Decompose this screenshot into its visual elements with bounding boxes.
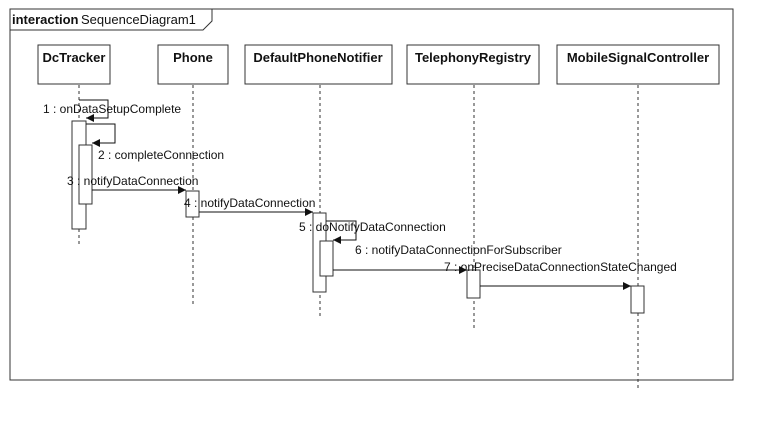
- lifeline-phone[interactable]: Phone: [157, 44, 229, 85]
- lifeline-headers: DcTracker Phone DefaultPhoneNotifier Tel…: [37, 44, 720, 85]
- lifeline-telephonyregistry-label: TelephonyRegistry: [415, 50, 532, 65]
- lifeline-dctracker-box[interactable]: [37, 44, 111, 85]
- messages: [79, 99, 631, 290]
- frame-tag: [10, 8, 213, 31]
- lifeline-mobilesignalcontroller[interactable]: MobileSignalController: [556, 44, 720, 85]
- lifeline-dctracker-label: DcTracker: [43, 50, 106, 65]
- lifeline-mobilesignalcontroller-label: MobileSignalController: [567, 50, 709, 65]
- message-6-label: 6 : notifyDataConnectionForSubscriber: [355, 243, 562, 257]
- activation-phone: [185, 190, 200, 218]
- activation-bars: [71, 120, 645, 314]
- lifeline-phone-label: Phone: [173, 50, 213, 65]
- activation-telephonyregistry: [466, 269, 481, 299]
- lifeline-phone-box[interactable]: [157, 44, 229, 85]
- message-labels: 1 : onDataSetupComplete 2 : completeConn…: [43, 102, 677, 274]
- activation-dctracker-inner: [78, 144, 93, 205]
- lifeline-telephonyregistry[interactable]: TelephonyRegistry: [406, 44, 540, 85]
- message-7-label: 7 : onPreciseDataConnectionStateChanged: [444, 260, 677, 274]
- frame-keyword: interaction: [12, 12, 79, 27]
- lifeline-mobilesignalcontroller-box[interactable]: [556, 44, 720, 85]
- frame-name: SequenceDiagram1: [81, 12, 196, 27]
- lifeline-dctracker[interactable]: DcTracker: [37, 44, 111, 85]
- message-5-label: 5 : doNotifyDataConnection: [299, 220, 446, 234]
- lifeline-telephonyregistry-box[interactable]: [406, 44, 540, 85]
- frame-border: [9, 8, 734, 381]
- message-3-label: 3 : notifyDataConnection: [67, 174, 198, 188]
- lifeline-defaultphonenotifier[interactable]: DefaultPhoneNotifier: [244, 44, 393, 85]
- lifeline-defaultphonenotifier-box[interactable]: [244, 44, 393, 85]
- message-1-label: 1 : onDataSetupComplete: [43, 102, 181, 116]
- lifeline-lines: [78, 85, 639, 388]
- message-4-label: 4 : notifyDataConnection: [184, 196, 315, 210]
- message-1-arrow[interactable]: [79, 99, 109, 122]
- interaction-frame: interaction SequenceDiagram1: [9, 8, 734, 381]
- activation-mobilesignalcontroller: [630, 285, 645, 314]
- message-5-arrow[interactable]: [326, 220, 357, 244]
- activation-defaultphonenotifier-inner: [319, 240, 334, 277]
- message-2-arrow[interactable]: [86, 123, 116, 147]
- lifeline-defaultphonenotifier-label: DefaultPhoneNotifier: [253, 50, 382, 65]
- message-2-label: 2 : completeConnection: [98, 148, 224, 162]
